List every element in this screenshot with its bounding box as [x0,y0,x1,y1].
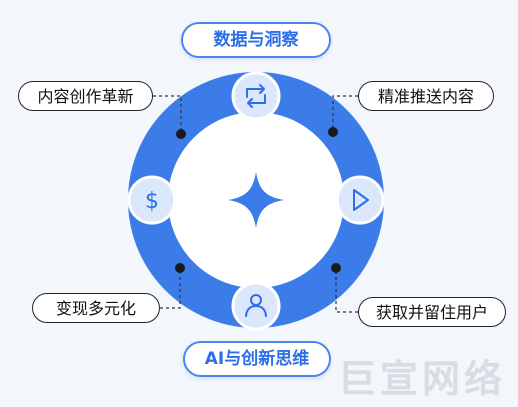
connector-top-right [332,95,358,130]
label-monetization: 变现多元化 [32,293,160,323]
dot-top-left [176,129,186,139]
label-content-creation: 内容创作革新 [18,81,153,111]
label-precise-push: 精准推送内容 [358,81,494,111]
dot-top-right [328,127,338,137]
connector-bottom-left [160,269,181,309]
dot-bottom-left [175,263,185,273]
user-icon [245,294,267,318]
node-bottom [231,281,281,331]
connector-dots [175,127,341,273]
dot-bottom-right [331,263,341,273]
label-user-retention: 获取并留住用户 [358,297,506,327]
node-top [231,71,281,121]
node-right [335,175,385,225]
connector-bottom-right [335,269,358,313]
sparkle-star-icon [228,172,284,228]
connector-lines [153,95,358,313]
play-icon [353,189,369,211]
node-left: $ [127,175,177,225]
watermark: 巨宣网络 [337,357,506,401]
dollar-icon: $ [145,189,159,214]
banner-data-insight: 数据与洞察 [181,22,331,58]
banner-ai-innovation: AI与创新思维 [183,341,331,377]
refresh-cycle-icon [246,84,266,108]
